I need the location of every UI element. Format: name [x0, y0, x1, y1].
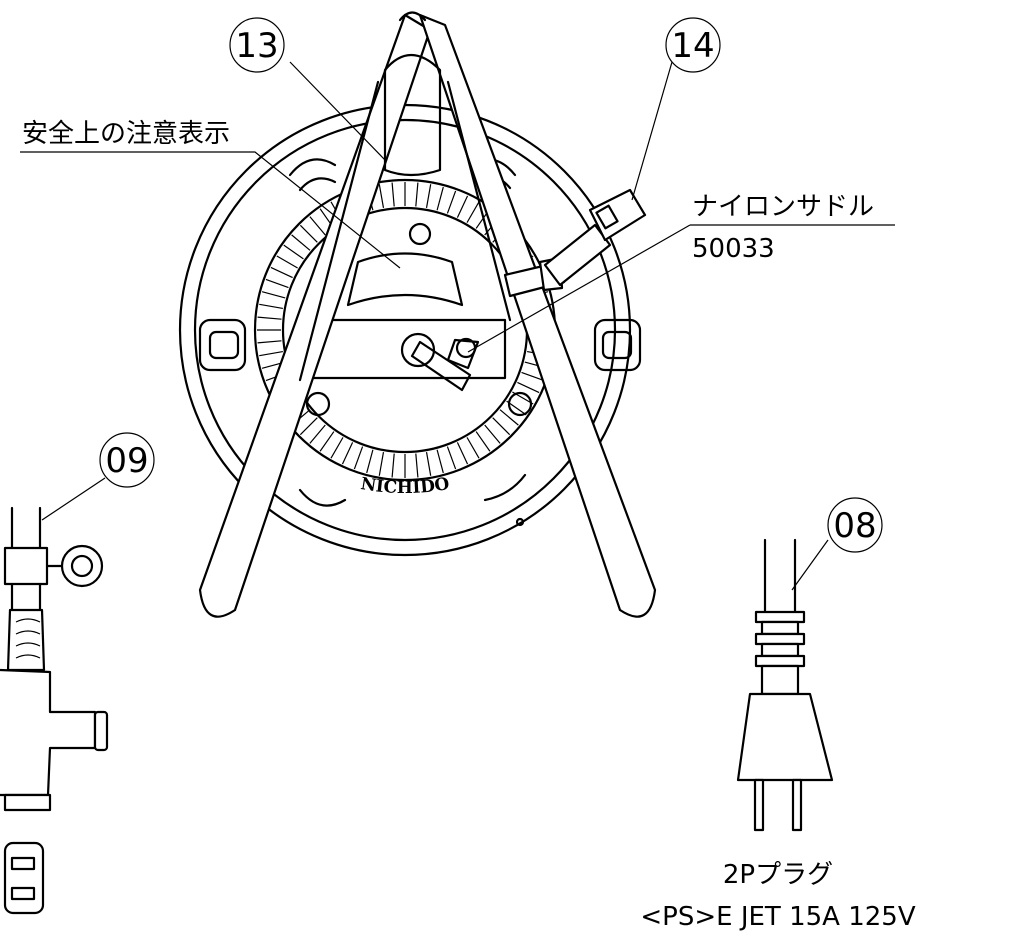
knurl-tick [446, 190, 457, 214]
knurl-tick [283, 244, 304, 260]
plug-spec: <PS>E JET 15A 125V [640, 902, 915, 932]
knurl-tick [270, 266, 293, 279]
outlet-tap-icon [0, 506, 109, 915]
svg-text:14: 14 [671, 26, 714, 66]
knurl-tick [378, 184, 385, 208]
knurl-tick [492, 417, 511, 436]
knurl-tick [415, 182, 419, 207]
svg-text:13: 13 [235, 26, 278, 66]
knurl-tick [391, 182, 395, 207]
knurl-tick [276, 255, 298, 269]
2p-plug-icon [736, 538, 834, 832]
knurl-tick [319, 431, 335, 452]
knurl-tick [299, 224, 318, 243]
knurl-tick [499, 409, 519, 426]
svg-text:NICHIDO: NICHIDO [359, 474, 451, 498]
knurl-tick [475, 431, 491, 452]
knurl-tick [378, 452, 385, 476]
leader-lines [20, 61, 895, 591]
knurl-tick [299, 417, 318, 436]
nylon-saddle-code: 50033 [692, 234, 775, 264]
svg-text:08: 08 [833, 506, 876, 546]
knurl-tick [415, 453, 419, 478]
knurl-tick [259, 303, 283, 310]
callout-13: 13 [229, 17, 285, 73]
knurl-tick [309, 424, 326, 444]
nylon-saddle-name: ナイロンサドル [692, 192, 874, 222]
knurl-tick [257, 316, 282, 320]
knurl-tick [391, 453, 395, 478]
knurl-tick [341, 442, 354, 465]
a-frame-stand [198, 11, 657, 618]
knurl-tick [446, 446, 457, 470]
knurl-tick [291, 234, 311, 251]
knurl-tick [521, 371, 545, 382]
knurl-tick [309, 216, 326, 236]
knurl-tick [436, 449, 444, 474]
knurl-tick [259, 350, 283, 357]
callout-09: 09 [99, 432, 155, 488]
cord-connector [543, 188, 647, 287]
knurl-tick [261, 291, 286, 299]
knurl-tick [466, 437, 480, 459]
knurl-tick [353, 446, 364, 470]
knurl-tick [366, 449, 374, 474]
knurl-tick [456, 442, 469, 465]
reel-brand-text: NICHIDO [359, 474, 451, 498]
knurl-tick [456, 195, 469, 218]
plug-name: 2Pプラグ [723, 860, 833, 890]
callout-08: 08 [827, 497, 883, 553]
knurl-tick [436, 186, 444, 211]
callout-14: 14 [665, 17, 721, 73]
knurl-tick [265, 278, 289, 289]
safety-label-text: 安全上の注意表示 [22, 119, 230, 149]
knurl-tick [330, 437, 344, 459]
knurl-tick [425, 452, 432, 476]
knurl-tick [257, 340, 282, 344]
knurl-tick [484, 424, 501, 444]
svg-text:09: 09 [105, 441, 148, 481]
knurl-tick [517, 381, 540, 394]
knurl-tick [425, 184, 432, 208]
knurl-tick [466, 201, 480, 223]
